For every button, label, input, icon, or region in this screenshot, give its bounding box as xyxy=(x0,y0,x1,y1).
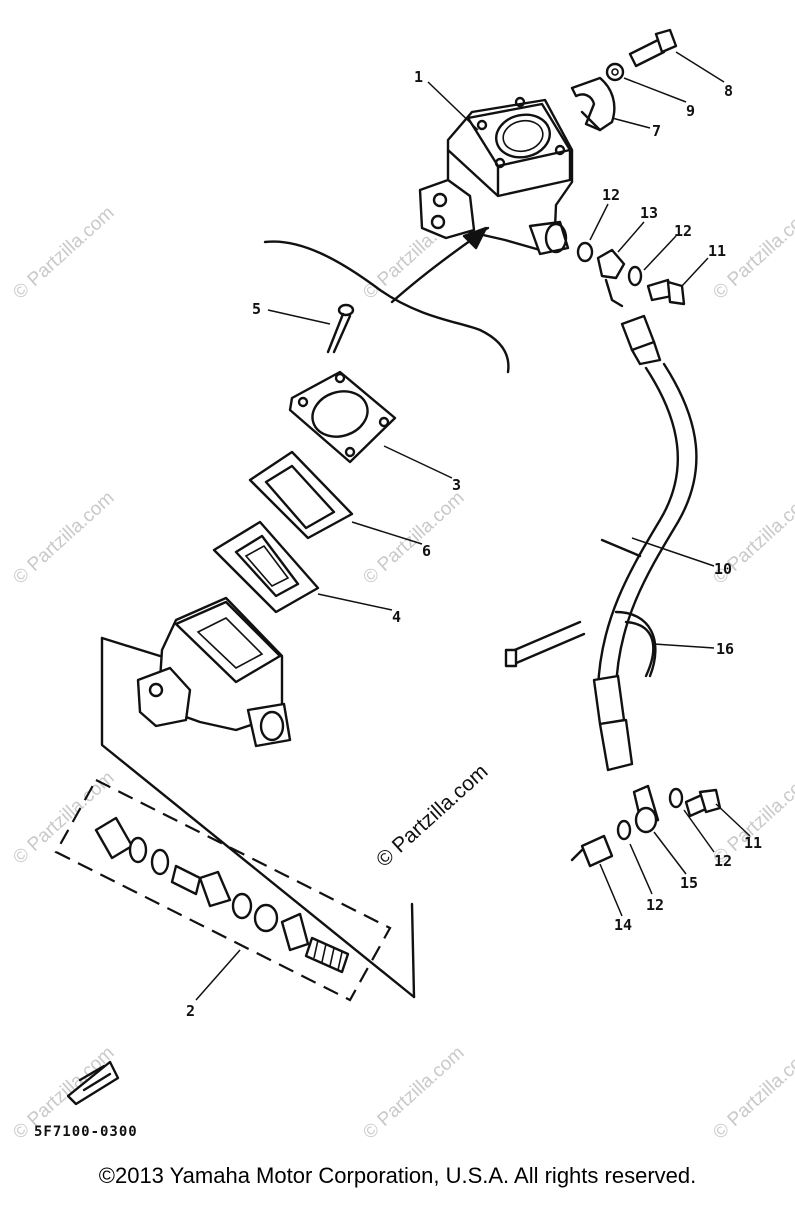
copyright-notice: ©2013 Yamaha Motor Corporation, U.S.A. A… xyxy=(98,1163,697,1188)
callout-8: 8 xyxy=(724,82,733,100)
callout-15: 15 xyxy=(680,874,698,892)
callout-12: 12 xyxy=(714,852,732,870)
reservoir-cover xyxy=(288,370,397,464)
handlebar-outline xyxy=(263,226,510,374)
watermark: © Partzilla.com xyxy=(359,487,468,588)
watermark: © Partzilla.com xyxy=(709,1042,795,1143)
assembly-outline xyxy=(100,636,416,999)
callout-9: 9 xyxy=(686,102,695,120)
callout-12: 12 xyxy=(602,186,620,204)
hose-clip xyxy=(504,610,657,678)
callout-10: 10 xyxy=(714,560,732,578)
clamp-bracket xyxy=(570,76,616,132)
callout-2: 2 xyxy=(186,1002,195,1020)
washer xyxy=(605,62,625,82)
banjo-fittings-upper xyxy=(576,241,686,308)
callout-1: 1 xyxy=(414,68,423,86)
bolt xyxy=(628,28,678,68)
piston-kit-parts xyxy=(94,816,350,974)
piston-kit-box xyxy=(54,778,392,1002)
leader-lines xyxy=(195,51,751,1001)
watermark: © Partzilla.com xyxy=(9,487,118,588)
watermark: © Partzilla.com xyxy=(359,1042,468,1143)
watermarks: © Partzilla.com © Partzilla.com © Partzi… xyxy=(9,202,795,1143)
callout-13: 13 xyxy=(640,204,658,222)
callout-11: 11 xyxy=(744,834,762,852)
brake-hose xyxy=(592,314,698,772)
callout-3: 3 xyxy=(452,476,461,494)
callout-16: 16 xyxy=(716,640,734,658)
callout-7: 7 xyxy=(652,122,661,140)
master-cylinder-assembled xyxy=(418,96,574,256)
cap-screw xyxy=(326,303,355,354)
center-watermark: © Partzilla.com xyxy=(372,760,493,872)
diaphragm xyxy=(212,520,320,614)
diaphragm-plate xyxy=(248,450,354,540)
callout-6: 6 xyxy=(422,542,431,560)
master-cylinder-body xyxy=(136,596,292,748)
callout-11: 11 xyxy=(708,242,726,260)
callout-12: 12 xyxy=(646,896,664,914)
diagram-symbol xyxy=(66,1060,120,1106)
callout-12: 12 xyxy=(674,222,692,240)
banjo-fittings-lower xyxy=(570,784,722,868)
callout-5: 5 xyxy=(252,300,261,318)
callouts: 1 8 9 7 12 13 12 11 5 3 6 4 10 16 11 12 … xyxy=(186,68,762,1020)
callout-4: 4 xyxy=(392,608,401,626)
diagram-code: 5F7100-0300 xyxy=(34,1124,138,1140)
watermark: © Partzilla.com xyxy=(9,202,118,303)
callout-14: 14 xyxy=(614,916,632,934)
